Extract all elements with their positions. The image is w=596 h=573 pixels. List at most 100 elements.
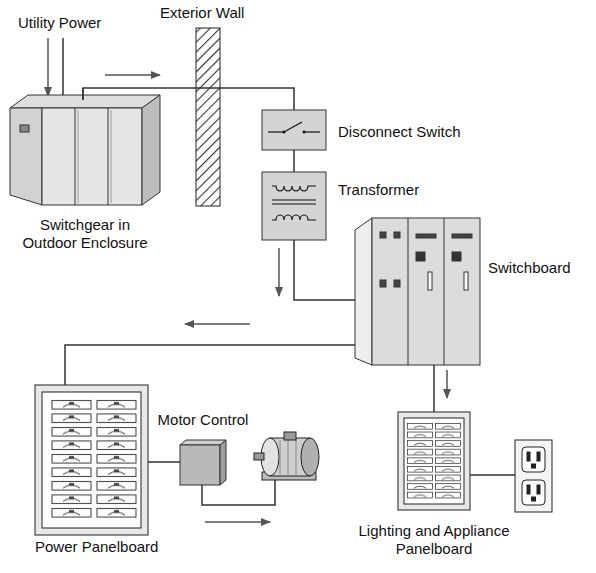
motor-control-node: Motor Control	[180, 440, 226, 485]
illustration-part	[527, 452, 530, 461]
illustration-part	[180, 445, 220, 485]
power-conductor	[65, 345, 355, 385]
equipment-label-box: Switchgear in Outdoor Enclosure	[18, 216, 153, 252]
source-label: Utility Power	[18, 14, 101, 32]
illustration-part	[380, 280, 386, 287]
power-conductor	[148, 461, 180, 463]
illustration-part	[296, 439, 297, 475]
equipment-label-box: Disconnect Switch	[338, 123, 461, 141]
illustration-part	[180, 440, 226, 445]
illustration-part	[416, 252, 425, 261]
lighting-panelboard-node: Lighting and Appliance Panelboard	[398, 412, 470, 510]
illustration-part	[406, 422, 462, 500]
illustration-part	[527, 485, 530, 494]
illustration-part	[284, 432, 296, 440]
illustration-part	[280, 440, 281, 474]
illustration-part	[272, 215, 316, 220]
power-conductor	[294, 240, 355, 300]
illustration-part	[416, 234, 436, 238]
equipment-label-box: Lighting and Appliance Panelboard	[347, 522, 522, 558]
equipment-label-box: Motor Control	[158, 411, 249, 429]
illustration-part	[262, 110, 326, 150]
power-conductor	[83, 88, 294, 110]
illustration-part	[398, 412, 470, 510]
illustration-part	[20, 125, 29, 132]
wall-label: Exterior Wall	[160, 4, 244, 22]
illustration-part	[470, 474, 515, 476]
illustration-part	[515, 440, 552, 512]
illustration-part	[196, 28, 220, 206]
illustration-part	[537, 452, 540, 461]
illustration-part	[303, 131, 306, 134]
illustration-part	[78, 110, 79, 203]
utility-feed	[48, 38, 63, 102]
illustration-part	[372, 218, 480, 365]
illustration-part	[452, 252, 461, 261]
receptacle	[470, 440, 552, 512]
illustration-part	[142, 95, 160, 205]
illustration-part	[444, 218, 445, 365]
illustration-part	[301, 438, 319, 476]
illustration-part	[185, 323, 250, 325]
illustration-part	[532, 464, 536, 468]
illustration-part	[283, 131, 286, 134]
equipment-label-box: Switchboard	[488, 259, 571, 277]
illustration-part	[446, 370, 448, 398]
illustration-part	[202, 480, 275, 505]
illustration-part	[394, 280, 400, 287]
illustration-part	[278, 248, 280, 296]
equipment-label: Lighting and Appliance Panelboard	[359, 522, 510, 557]
power-panelboard-node: Power Panelboard	[35, 385, 148, 535]
transformer-symbol	[262, 172, 326, 240]
illustration-part	[62, 38, 64, 102]
illustration-part	[304, 131, 320, 132]
disconnect-switch-node: Disconnect Switch	[262, 110, 326, 150]
transformer-node: Transformer	[262, 172, 326, 240]
equipment-label-box: Transformer	[338, 181, 419, 199]
illustration-part	[272, 186, 316, 191]
switchboard-cabinet	[355, 218, 480, 365]
disconnect-switch-symbol	[262, 110, 326, 150]
power-conductor	[293, 150, 295, 172]
illustration-part	[380, 232, 386, 238]
equipment-label-box: Power Panelboard	[35, 538, 158, 556]
illustration-part	[537, 485, 540, 494]
illustration-part	[532, 497, 536, 501]
illustration-part	[75, 108, 76, 205]
equipment-label: Disconnect Switch	[338, 123, 461, 140]
equipment-label: Power Panelboard	[35, 538, 158, 555]
motor	[202, 432, 319, 505]
illustration-part	[50, 398, 140, 520]
illustration-part	[522, 447, 545, 472]
illustration-part	[205, 521, 270, 523]
illustration-part	[428, 272, 432, 290]
illustration-part	[404, 418, 464, 504]
illustration-part	[254, 453, 264, 460]
illustration-part	[47, 38, 49, 96]
lighting-panelboard-enclosure	[398, 412, 470, 510]
illustration-part	[108, 108, 109, 205]
power-conductor	[433, 365, 435, 412]
equipment-label: Transformer	[338, 181, 419, 198]
illustration-part	[105, 74, 160, 76]
illustration-part	[464, 272, 468, 290]
equipment-label: Switchboard	[488, 259, 571, 276]
illustration-part	[10, 95, 160, 108]
illustration-part	[522, 480, 545, 505]
illustration-part	[111, 110, 112, 203]
motor-control-box	[180, 440, 226, 485]
power-panelboard-enclosure	[35, 385, 148, 535]
illustration-part	[220, 440, 226, 485]
switchgear-cabinet	[10, 88, 160, 205]
illustration-part	[355, 218, 372, 365]
illustration-part	[10, 108, 42, 205]
equipment-label: Motor Control	[158, 411, 249, 428]
switchboard-node: Switchboard	[355, 218, 480, 365]
illustration-part	[42, 392, 141, 528]
illustration-part	[394, 232, 400, 238]
illustration-part	[42, 108, 142, 205]
